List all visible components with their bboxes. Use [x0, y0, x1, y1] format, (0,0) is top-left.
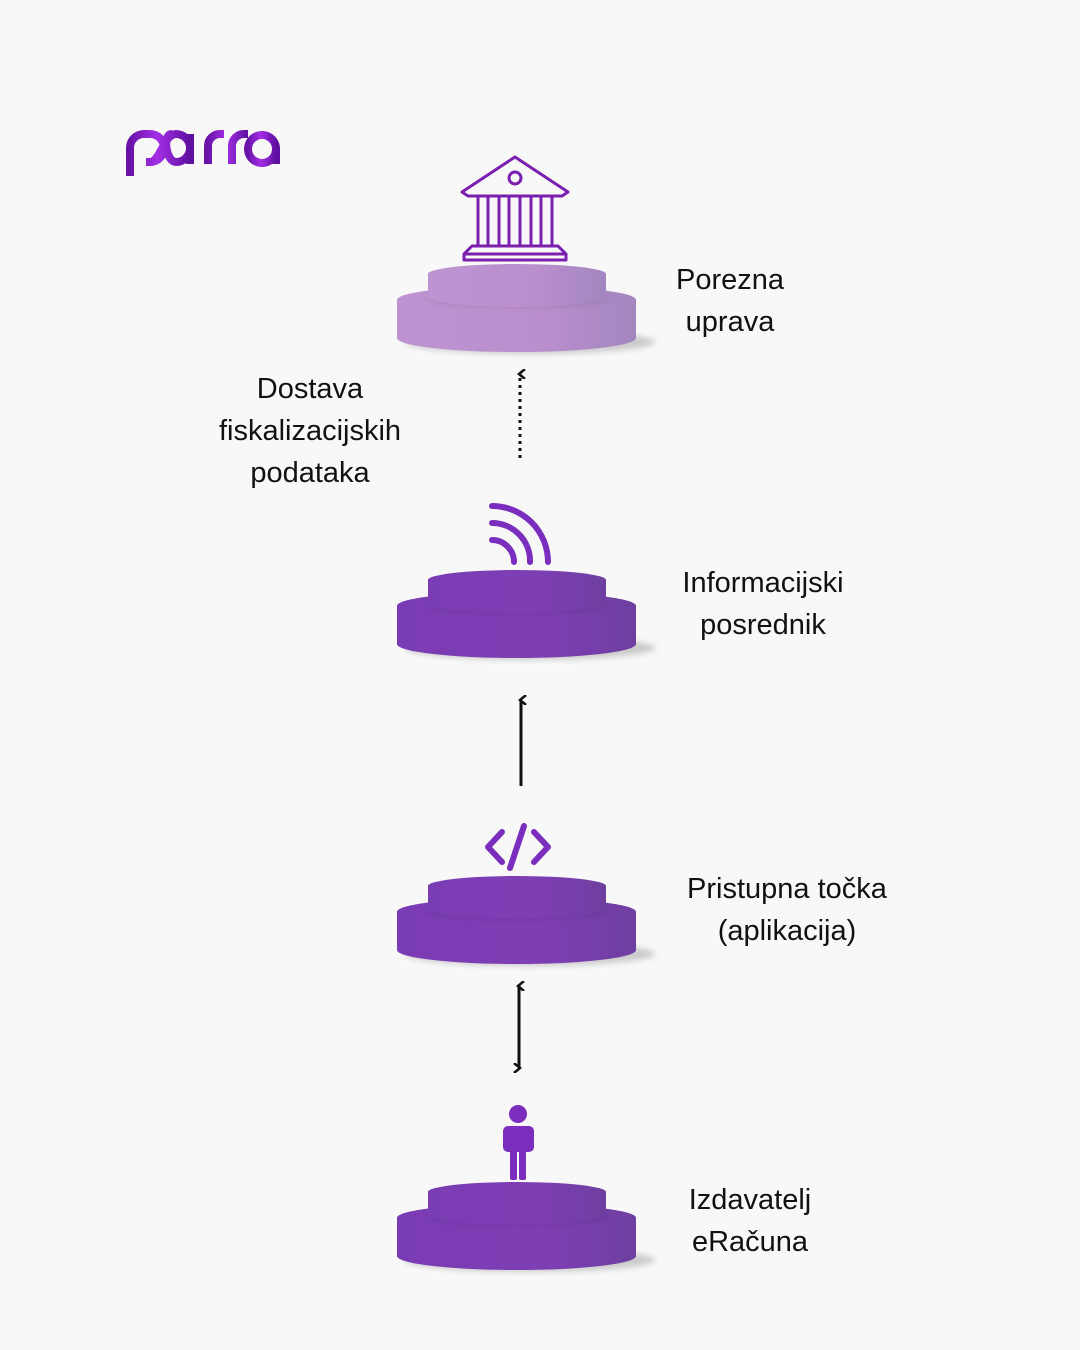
- person-icon: [503, 1105, 534, 1180]
- label-pristupna-tocka: Pristupna točka (aplikacija): [687, 873, 887, 947]
- code-icon: [485, 823, 551, 871]
- podium-1: [397, 570, 655, 660]
- label-izdavatelj: Izdavatelj eRačuna: [688, 1184, 812, 1258]
- signal-icon: [489, 503, 551, 565]
- parra-logo: [124, 118, 284, 185]
- label-informacijski-posrednik: Informacijski posrednik: [682, 567, 844, 641]
- podium-3: [397, 1182, 655, 1272]
- podium-2: [397, 876, 655, 966]
- podium-0: [397, 264, 655, 354]
- label-porezna-uprava: Porezna uprava: [675, 264, 784, 338]
- edge-label-dostava: Dostava fiskalizacijskih podataka: [218, 373, 402, 489]
- bank-icon: [460, 155, 570, 262]
